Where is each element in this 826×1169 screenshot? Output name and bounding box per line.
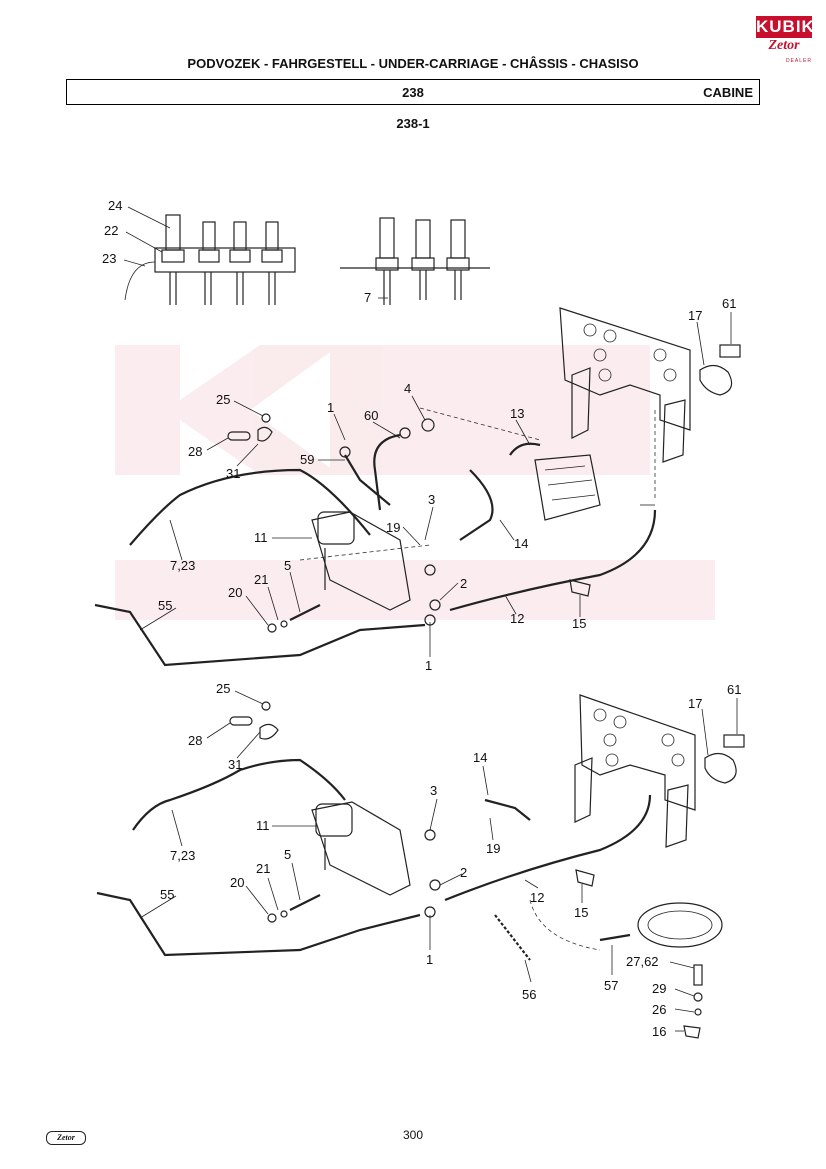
callout-1-top: 1	[327, 400, 334, 415]
callout-55: 55	[158, 598, 172, 613]
callout-11: 11	[254, 530, 268, 545]
callout-28: 28	[188, 444, 202, 459]
leader-lines	[123, 206, 738, 1032]
callout-16: 16	[652, 1024, 666, 1039]
callout-25: 25	[216, 392, 230, 407]
callout-15: 15	[574, 905, 588, 920]
callout-61: 61	[722, 296, 736, 311]
callout-2: 2	[460, 576, 467, 591]
callout-2: 2	[460, 865, 467, 880]
callout-numbers: 24 22 23 7 61 17 4 1 60 13 25 28 31 59 3…	[102, 198, 741, 1039]
callout-29: 29	[652, 981, 666, 996]
callout-26: 26	[652, 1002, 666, 1017]
callout-21: 21	[256, 861, 270, 876]
callout-60: 60	[364, 408, 378, 423]
callout-14: 14	[514, 536, 528, 551]
callout-28: 28	[188, 733, 202, 748]
callout-5: 5	[284, 847, 291, 862]
section-header-box: 238 CABINE	[66, 79, 760, 105]
callout-3: 3	[430, 783, 437, 798]
callout-17: 17	[688, 308, 702, 323]
callout-13: 13	[510, 406, 524, 421]
page-title: PODVOZEK - FAHRGESTELL - UNDER-CARRIAGE …	[187, 56, 639, 71]
callout-12: 12	[530, 890, 544, 905]
callout-19: 19	[386, 520, 400, 535]
callout-20: 20	[230, 875, 244, 890]
watermark	[115, 345, 715, 620]
callout-14: 14	[473, 750, 487, 765]
callout-1: 1	[426, 952, 433, 967]
inset-valve-block-right	[340, 217, 490, 305]
callout-24: 24	[108, 198, 122, 213]
callout-56: 56	[522, 987, 536, 1002]
page-number: 300	[402, 1128, 424, 1142]
footer-zetor-logo: Zetor	[46, 1131, 86, 1145]
lower-assembly	[96, 694, 745, 1039]
callout-1-bottom: 1	[425, 658, 432, 673]
callout-11: 11	[256, 818, 270, 833]
callout-7: 7	[364, 290, 371, 305]
callout-59: 59	[300, 452, 314, 467]
callout-61: 61	[727, 682, 741, 697]
callout-19: 19	[486, 841, 500, 856]
callout-20: 20	[228, 585, 242, 600]
callout-3: 3	[428, 492, 435, 507]
logo-dealer-text: DEALER	[785, 58, 812, 64]
callout-27-62: 27,62	[626, 954, 659, 969]
callout-57: 57	[604, 978, 618, 993]
callout-31: 31	[226, 466, 240, 481]
upper-assembly	[94, 307, 741, 667]
callout-15: 15	[572, 616, 586, 631]
callout-7-23: 7,23	[170, 558, 195, 573]
callout-25: 25	[216, 681, 230, 696]
callout-12: 12	[510, 611, 524, 626]
callout-23: 23	[102, 251, 116, 266]
callout-4: 4	[404, 381, 411, 396]
logo-zetor-text: Zetor	[768, 38, 800, 53]
callout-5: 5	[284, 558, 291, 573]
section-name: CABINE	[703, 85, 753, 100]
callout-21: 21	[254, 572, 268, 587]
group-code: 238	[402, 85, 424, 100]
logo-kubik-text: KUBIK	[756, 16, 815, 38]
callout-55: 55	[160, 887, 174, 902]
callout-17: 17	[688, 696, 702, 711]
callout-7-23: 7,23	[170, 848, 195, 863]
callout-31: 31	[228, 757, 242, 772]
kubik-zetor-logo: KUBIK Zetor DEALER	[756, 16, 815, 64]
figure-code: 238-1	[396, 116, 430, 131]
callout-22: 22	[104, 223, 118, 238]
inset-valve-block-left	[124, 214, 296, 305]
